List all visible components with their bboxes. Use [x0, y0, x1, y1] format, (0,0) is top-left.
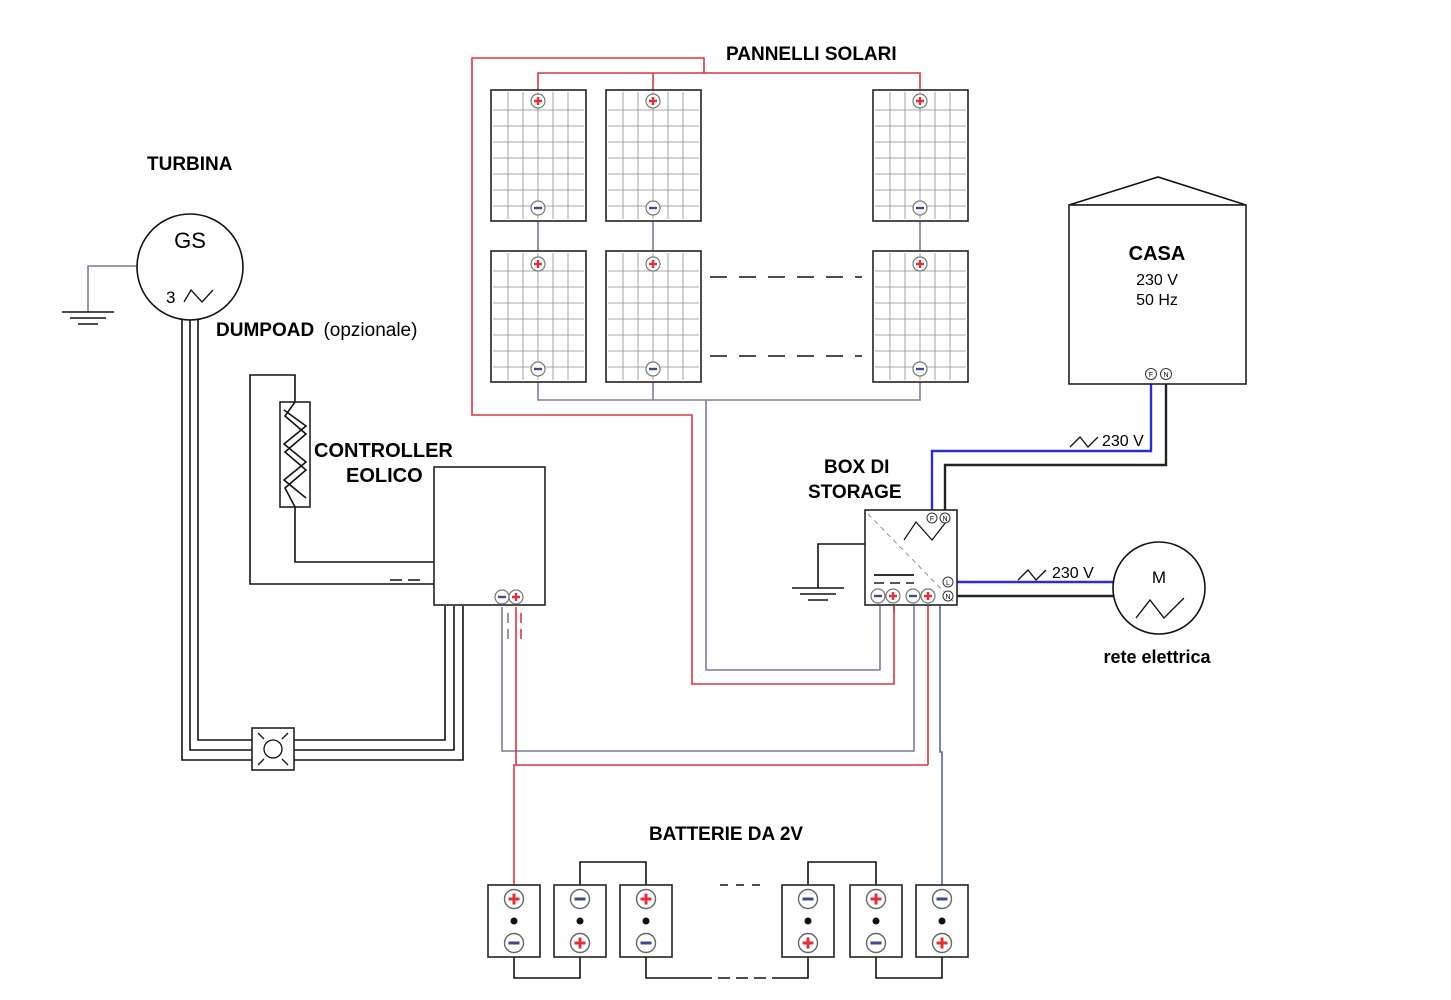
- controller-label-line1: CONTROLLER: [314, 440, 453, 462]
- storage-batt-positive-terminal: [919, 587, 937, 605]
- storage-pv-negative-terminal: [869, 587, 887, 605]
- solar-panel: [872, 250, 969, 383]
- grid-label: rete elettrica: [1103, 647, 1211, 667]
- house-voltage-label: 230 V: [1136, 272, 1178, 289]
- battery-cell: [849, 884, 903, 958]
- svg-text:N: N: [1163, 372, 1168, 379]
- house-frequency-label: 50 Hz: [1136, 292, 1178, 309]
- svg-text:F: F: [1149, 372, 1153, 379]
- battery-cell: [781, 884, 835, 958]
- grid-link-voltage-label: 230 V: [1052, 565, 1094, 582]
- house: F N: [1068, 176, 1247, 385]
- storage-line-terminal: L: [942, 576, 954, 588]
- solar-panel: [490, 89, 587, 222]
- svg-text:N: N: [942, 516, 947, 523]
- generator-label: GS: [174, 228, 206, 253]
- solar-panel: [605, 89, 702, 222]
- solar-panel: [490, 250, 587, 383]
- storage-label-line2: STORAGE: [808, 482, 902, 503]
- storage-batt-negative-terminal: [904, 587, 922, 605]
- storage-neutral-terminal: N: [939, 512, 951, 524]
- ac-wave-icon: [1017, 569, 1047, 581]
- house-link-voltage-label: 230 V: [1102, 433, 1144, 450]
- batteries-label: BATTERIE DA 2V: [649, 824, 803, 845]
- wiring: [62, 57, 1168, 979]
- turbine-label: TURBINA: [147, 154, 233, 175]
- controller-negative-terminal: [493, 588, 511, 606]
- grid-generator: [1112, 541, 1206, 635]
- ac-wave-icon: [1135, 597, 1185, 620]
- svg-text:N: N: [945, 594, 950, 601]
- solar-positive-lead: [471, 57, 895, 685]
- inverter-wave-icon: [903, 521, 947, 541]
- svg-text:F: F: [930, 516, 934, 523]
- house-phase-wire: [930, 381, 1153, 512]
- solar-panels-label: PANNELLI SOLARI: [726, 44, 897, 65]
- wind-controller: [433, 466, 546, 606]
- solar-panel-array: [490, 89, 969, 383]
- dumpload-label: DUMPOAD (opzionale): [216, 320, 417, 341]
- solar-positive-bus: [537, 72, 921, 95]
- dumpload-resistor: [279, 401, 311, 508]
- battery-cell: [553, 884, 607, 958]
- storage-label-line1: BOX DI: [824, 457, 889, 478]
- storage-phase-terminal: F: [926, 512, 938, 524]
- battery-cell: [619, 884, 673, 958]
- ac-wave-icon: [183, 288, 214, 303]
- storage-grid-neutral-terminal: N: [942, 590, 954, 602]
- controller-label-line2: EOLICO: [346, 465, 423, 487]
- generator-phase-label: 3: [166, 288, 175, 307]
- solar-panel: [872, 89, 969, 222]
- solar-negative-bus: [537, 370, 921, 401]
- battery-bank: [487, 884, 969, 958]
- battery-cell: [915, 884, 969, 958]
- storage-box: F N L N: [864, 509, 958, 606]
- controller-positive-terminal: [507, 588, 525, 606]
- house-neutral-wire: [943, 381, 1168, 512]
- svg-text:L: L: [946, 580, 950, 587]
- battery-cell: [487, 884, 541, 958]
- house-neutral-terminal: N: [1160, 368, 1172, 380]
- turbine-generator: [136, 213, 244, 321]
- ac-wave-icon: [1069, 436, 1099, 448]
- house-label: CASA: [1129, 243, 1186, 265]
- motor-label: M: [1152, 568, 1166, 587]
- solar-panel: [605, 250, 702, 383]
- house-phase-terminal: F: [1145, 368, 1157, 380]
- rectifier-bridge: [251, 727, 295, 771]
- storage-pv-positive-terminal: [884, 587, 902, 605]
